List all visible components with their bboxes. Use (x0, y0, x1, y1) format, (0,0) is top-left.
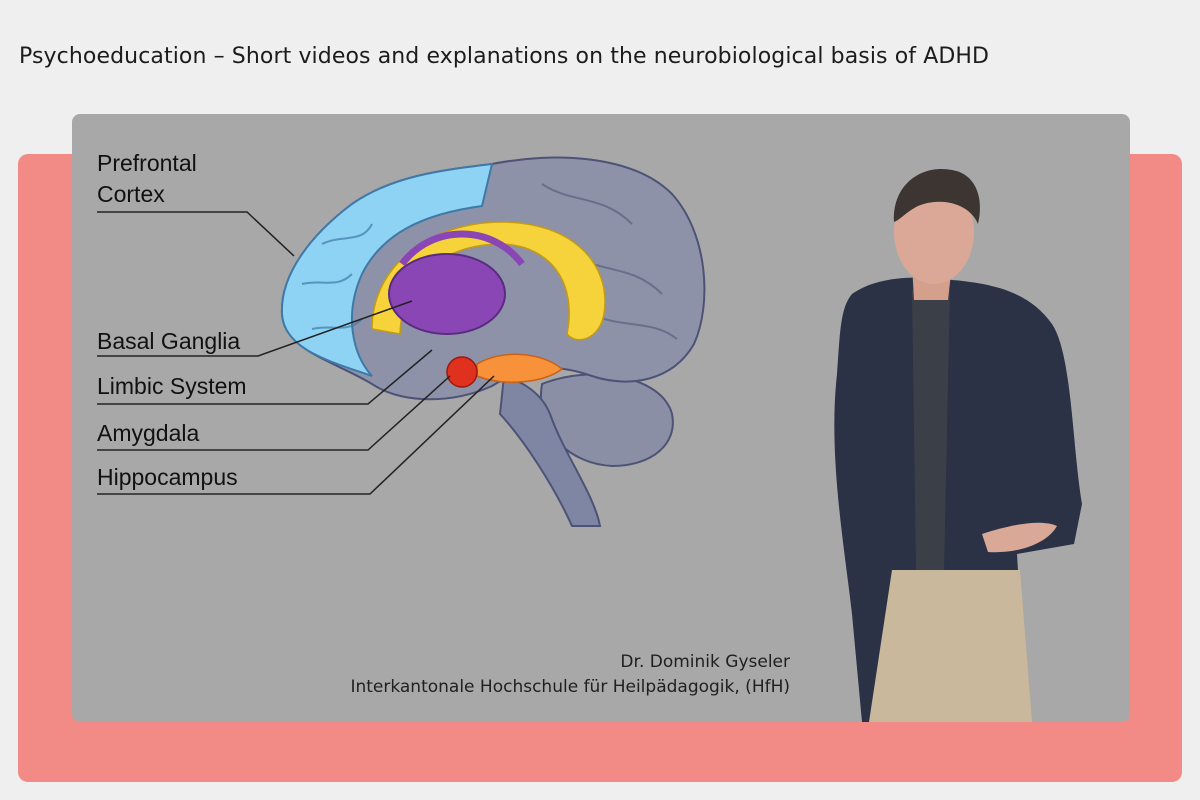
presenter (834, 168, 1082, 722)
video-scene (97, 156, 1082, 722)
presenter-hand (982, 522, 1057, 553)
hippocampus-region (476, 353, 564, 383)
presenter-shirt (912, 290, 950, 570)
caudate-arc (399, 230, 525, 267)
label-limbic-system: Limbic System (97, 373, 247, 399)
prefrontal-cortex-region (280, 162, 494, 377)
caption-institution: Interkantonale Hochschule für Heilpädago… (350, 677, 790, 697)
brainstem (498, 374, 602, 527)
leader-limbic-system (97, 349, 433, 405)
label-basal-ganglia: Basal Ganglia (97, 328, 241, 354)
limbic-system-region (371, 221, 606, 341)
presenter-hair (893, 168, 981, 224)
basal-ganglia-region (388, 253, 506, 335)
amygdala-region (446, 356, 478, 388)
leader-hippocampus (97, 375, 495, 495)
brain-illustration (280, 156, 706, 527)
caption-presenter-name: Dr. Dominik Gyseler (620, 652, 790, 672)
leader-prefrontal (97, 211, 295, 257)
label-hippocampus: Hippocampus (97, 464, 238, 490)
label-prefrontal-line2: Cortex (97, 181, 165, 207)
label-amygdala: Amygdala (97, 420, 200, 446)
label-prefrontal-line1: Prefrontal (97, 150, 197, 176)
label-leader-lines (97, 211, 495, 495)
video-player[interactable]: Prefrontal Cortex Basal Ganglia Limbic S… (72, 114, 1130, 722)
page-title: Psychoeducation – Short videos and expla… (19, 44, 990, 69)
presenter-trousers (869, 570, 1032, 722)
leader-amygdala (97, 375, 451, 451)
leader-basal-ganglia (97, 300, 413, 357)
